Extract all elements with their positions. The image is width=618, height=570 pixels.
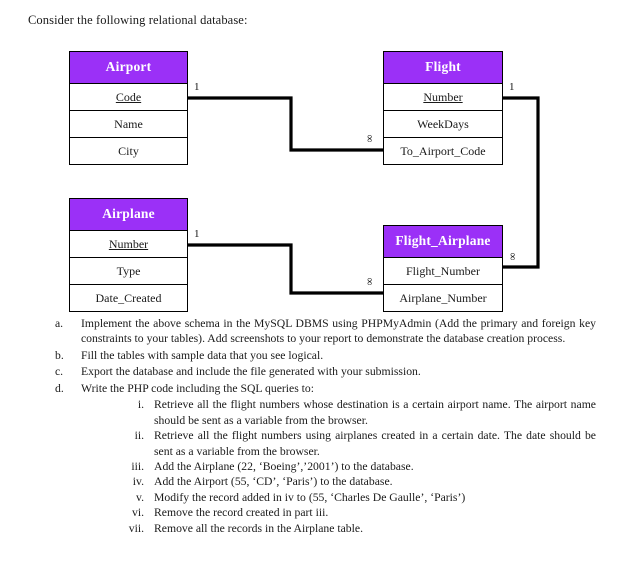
subtask-text: Retrieve all the flight numbers whose de… (154, 398, 596, 427)
entity-box-airport: Airport Code Name City (69, 51, 188, 165)
subtask-item: i. Retrieve all the flight numbers whose… (0, 397, 618, 428)
task-item: b. Fill the tables with sample data that… (0, 348, 618, 363)
subtask-text: Remove the record created in part iii. (154, 506, 329, 520)
task-marker: b. (55, 348, 64, 362)
subtask-item: iv. Add the Airport (55, ‘CD’, ‘Paris’) … (0, 474, 618, 489)
task-marker: d. (55, 381, 64, 395)
task-marker: c. (55, 365, 64, 379)
attribute-flight-to-airport-code: To_Airport_Code (400, 143, 486, 158)
cardinality-flight-one: 1 (509, 81, 515, 93)
connector-flight-flightairplane (503, 96, 540, 269)
task-item: d. Write the PHP code including the SQL … (0, 381, 618, 396)
attribute-flightairplane-flight-number: Flight_Number (384, 258, 502, 285)
attribute-airplane-type: Type (70, 258, 187, 285)
attribute-flightairplane-airplane-number: Airplane_Number (399, 290, 487, 305)
cardinality-flightairplane-many-left: ∞ (506, 252, 519, 261)
attribute-airplane-date-created: Date_Created (95, 290, 162, 305)
subtask-item: ii. Retrieve all the flight numbers usin… (0, 428, 618, 459)
entity-box-flight: Flight Number WeekDays To_Airport_Code (383, 51, 503, 165)
subtask-marker: ii. (134, 429, 144, 443)
task-text: Implement the above schema in the MySQL … (81, 317, 596, 346)
task-text: Fill the tables with sample data that yo… (81, 348, 324, 362)
task-text: Write the PHP code including the SQL que… (81, 381, 315, 395)
cardinality-airplane-one: 1 (194, 228, 200, 240)
subtask-text: Retrieve all the flight numbers using ai… (154, 429, 596, 458)
task-marker: a. (55, 317, 64, 330)
attribute-airport-city: City (118, 143, 139, 158)
subtask-marker: vi. (131, 506, 144, 520)
task-item: c. Export the database and include the f… (0, 364, 618, 379)
attribute-flight-number: Number (384, 84, 502, 111)
entity-title-flight: Flight (384, 52, 502, 84)
assignment-task-list: a. Implement the above schema in the MyS… (0, 316, 618, 536)
subtask-marker: v. (135, 490, 144, 504)
subtask-item: iii. Add the Airplane (22, ‘Boeing’,’200… (0, 459, 618, 474)
attribute-flight-weekdays: WeekDays (384, 111, 502, 138)
cardinality-airport-one: 1 (194, 81, 200, 93)
attribute-airplane-number: Number (70, 231, 187, 258)
attribute-airport-name: Name (70, 111, 187, 138)
subtask-item: vi. Remove the record created in part ii… (0, 505, 618, 520)
assignment-subtask-list: i. Retrieve all the flight numbers whose… (0, 397, 618, 536)
subtask-item: vii. Remove all the records in the Airpl… (0, 521, 618, 536)
subtask-marker: iii. (131, 459, 144, 473)
intro-paragraph: Consider the following relational databa… (28, 13, 248, 27)
subtask-text: Add the Airplane (22, ‘Boeing’,’2001’) t… (154, 459, 414, 473)
subtask-marker: i. (137, 398, 144, 412)
subtask-text: Modify the record added in iv to (55, ‘C… (154, 490, 466, 504)
entity-title-airplane: Airplane (70, 199, 187, 231)
entity-box-airplane: Airplane Number Type Date_Created (69, 198, 188, 312)
subtask-text: Add the Airport (55, ‘CD’, ‘Paris’) to t… (154, 475, 393, 489)
subtask-item: v. Modify the record added in iv to (55,… (0, 490, 618, 505)
entity-box-flight-airplane: Flight_Airplane Flight_Number Airplane_N… (383, 225, 503, 312)
connector-airport-flight (188, 96, 383, 152)
relationship-connector-lines (188, 96, 540, 295)
subtask-text: Remove all the records in the Airplane t… (154, 521, 364, 535)
cardinality-flightairplane-many-right: ∞ (363, 277, 376, 286)
connector-airplane-flightairplane (188, 243, 383, 295)
task-text: Export the database and include the file… (81, 365, 421, 379)
task-item: a. Implement the above schema in the MyS… (0, 316, 618, 347)
cardinality-flight-many: ∞ (363, 134, 376, 143)
attribute-airport-code: Code (70, 84, 187, 111)
subtask-marker: vii. (128, 521, 144, 535)
entity-title-airport: Airport (70, 52, 187, 84)
entity-title-flight-airplane: Flight_Airplane (384, 226, 502, 258)
subtask-marker: iv. (132, 475, 144, 489)
er-diagram: Airport Code Name City Flight Number Wee… (0, 40, 618, 318)
